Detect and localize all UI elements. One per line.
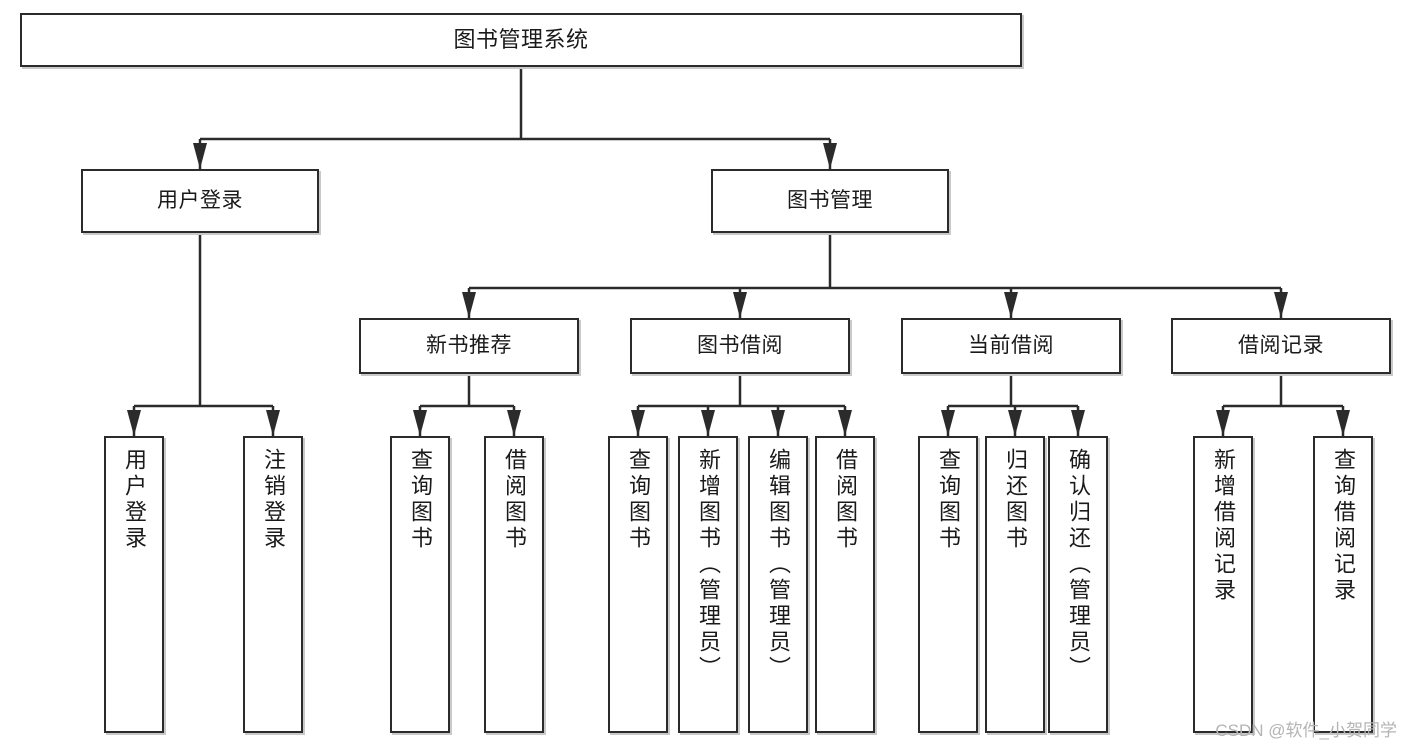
connector-arrowhead [507, 410, 521, 436]
node-leaf-borrow-borrow[interactable]: 借阅图书 [815, 436, 875, 733]
connector-arrowhead [462, 292, 476, 318]
connector-arrowhead [941, 410, 955, 436]
connector-arrowhead [1004, 292, 1018, 318]
connector-arrowhead [1336, 410, 1350, 436]
node-label: 新书推荐 [426, 333, 512, 357]
node-label: 编辑图书（管理员） [766, 448, 791, 682]
node-leaf-borrow-add[interactable]: 新增图书（管理员） [678, 436, 738, 733]
node-leaf-cur-confirm[interactable]: 确认归还（管理员） [1048, 436, 1108, 733]
node-label: 借阅图书 [502, 448, 527, 552]
node-leaf-rec-query[interactable]: 查询图书 [390, 436, 450, 733]
connector-arrowhead [771, 410, 785, 436]
node-book-manage[interactable]: 图书管理 [711, 169, 949, 233]
node-root[interactable]: 图书管理系统 [20, 13, 1022, 67]
connector-arrowhead [413, 410, 427, 436]
connector-arrowhead [127, 410, 141, 436]
node-label: 图书借阅 [697, 333, 783, 357]
connector-arrowhead [266, 410, 280, 436]
node-leaf-cur-query[interactable]: 查询图书 [918, 436, 978, 733]
node-new-book-rec[interactable]: 新书推荐 [359, 318, 579, 374]
node-label: 查询图书 [408, 448, 433, 552]
connector-arrowhead [193, 143, 207, 169]
node-label: 确认归还（管理员） [1066, 448, 1091, 682]
node-leaf-user-login[interactable]: 用户登录 [104, 436, 164, 733]
node-label: 新增图书（管理员） [696, 448, 721, 682]
node-current-borrow[interactable]: 当前借阅 [901, 318, 1121, 374]
node-leaf-borrow-query[interactable]: 查询图书 [608, 436, 668, 733]
connector-arrowhead [1071, 410, 1085, 436]
node-leaf-rec-borrow[interactable]: 借阅图书 [484, 436, 544, 733]
node-label: 图书管理 [787, 188, 873, 212]
node-label: 借阅记录 [1238, 333, 1324, 357]
node-label: 归还图书 [1003, 448, 1028, 552]
watermark: CSDN @软件_小贺同学 [1215, 721, 1397, 740]
node-leaf-user-logout[interactable]: 注销登录 [243, 436, 303, 733]
node-label: 查询图书 [936, 448, 961, 552]
node-label: 借阅图书 [833, 448, 858, 552]
node-leaf-borrow-edit[interactable]: 编辑图书（管理员） [748, 436, 808, 733]
node-label: 查询图书 [626, 448, 651, 552]
node-leaf-rec-query-record[interactable]: 查询借阅记录 [1313, 436, 1373, 733]
connector-arrowhead [701, 410, 715, 436]
node-label: 注销登录 [261, 448, 286, 552]
connector-arrowhead [1274, 292, 1288, 318]
node-label: 图书管理系统 [453, 27, 589, 53]
connector-arrowhead [823, 143, 837, 169]
connector-arrowhead [631, 410, 645, 436]
connector-arrowhead [838, 410, 852, 436]
node-leaf-cur-return[interactable]: 归还图书 [985, 436, 1045, 733]
node-book-borrow[interactable]: 图书借阅 [630, 318, 850, 374]
node-label: 查询借阅记录 [1331, 448, 1356, 604]
node-label: 当前借阅 [968, 333, 1054, 357]
connector-arrowhead [733, 292, 747, 318]
node-leaf-rec-add[interactable]: 新增借阅记录 [1193, 436, 1253, 733]
node-borrow-record[interactable]: 借阅记录 [1171, 318, 1391, 374]
connector-arrowhead [1008, 410, 1022, 436]
node-label: 用户登录 [157, 188, 243, 212]
node-user-login[interactable]: 用户登录 [81, 169, 319, 233]
node-label: 新增借阅记录 [1211, 448, 1236, 604]
connector-arrowhead [1216, 410, 1230, 436]
node-label: 用户登录 [122, 448, 147, 552]
